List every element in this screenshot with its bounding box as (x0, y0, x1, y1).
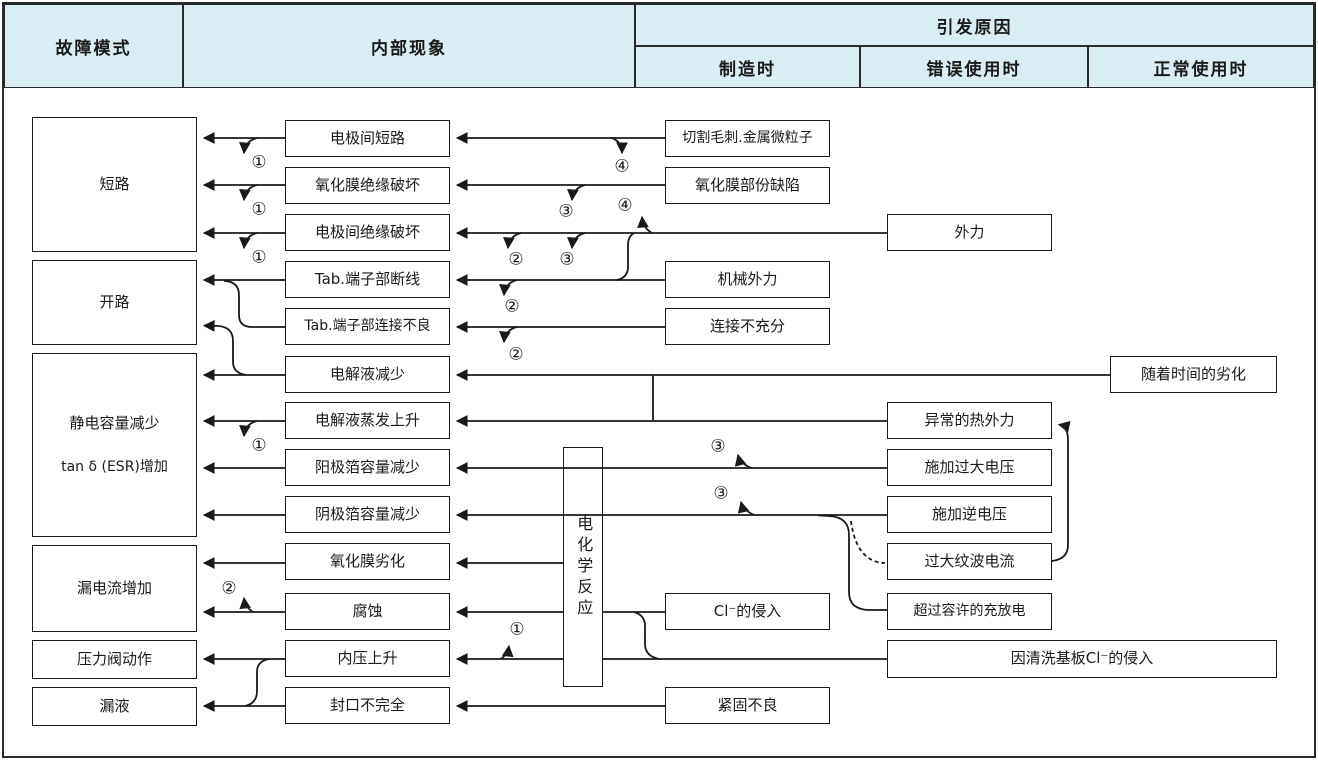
box-open-circuit: 开路 (32, 260, 197, 345)
box-insufficient-connection: 连接不充分 (665, 308, 830, 345)
header-cell-cause: 引发原因 (635, 4, 1314, 46)
connector-marker-2: ② (221, 578, 237, 599)
connector-marker-2: ② (508, 344, 524, 365)
box-oxide-film-degradation: 氧化膜劣化 (285, 543, 450, 580)
box-electrode-insulation-breakdown: 电极间绝缘破坏 (285, 214, 450, 251)
box-deterioration-over-time: 随着时间的劣化 (1110, 356, 1277, 393)
box-excess-ripple-current: 过大纹波电流 (887, 543, 1052, 580)
box-liquid-leak: 漏液 (32, 687, 197, 726)
box-reverse-voltage: 施加逆电压 (887, 496, 1052, 533)
header-cell-manufacturing: 制造时 (635, 46, 860, 88)
esr-increase-label: tan δ (ESR)增加 (61, 458, 168, 475)
box-mechanical-force: 机械外力 (665, 261, 830, 298)
box-corrosion: 腐蚀 (285, 593, 450, 630)
box-tab-terminal-break: Tab.端子部断线 (285, 261, 450, 298)
box-excess-charge-discharge: 超过容许的充放电 (887, 593, 1052, 630)
box-oxide-insulation-breakdown: 氧化膜绝缘破坏 (285, 167, 450, 204)
box-anode-foil-cap-decrease: 阳极箔容量减少 (285, 449, 450, 486)
box-internal-pressure-rise: 内压上升 (285, 640, 450, 677)
connector-marker-4: ④ (614, 156, 630, 177)
box-incomplete-sealing: 封口不完全 (285, 687, 450, 724)
box-cathode-foil-cap-decrease: 阴极箔容量减少 (285, 496, 450, 533)
header-cell-failure-mode: 故障模式 (4, 4, 183, 88)
box-short-circuit: 短路 (32, 117, 197, 252)
box-external-force: 外力 (887, 214, 1052, 251)
header-cell-misuse: 错误使用时 (860, 46, 1088, 88)
connector-marker-3: ③ (713, 483, 729, 504)
connector-marker-1: ① (251, 152, 267, 173)
connector-marker-3: ③ (559, 249, 575, 270)
box-leakage-current-increase: 漏电流增加 (32, 545, 197, 632)
box-oxide-film-partial-defect: 氧化膜部份缺陷 (665, 167, 830, 204)
connector-marker-2: ② (508, 249, 524, 270)
box-capacitance-esr: 静电容量减少 tan δ (ESR)增加 (32, 353, 197, 537)
box-poor-tightening: 紧固不良 (665, 687, 830, 724)
connector-marker-1: ① (251, 435, 267, 456)
box-abnormal-heat: 异常的热外力 (887, 402, 1052, 439)
box-electrolyte-decrease: 电解液减少 (285, 356, 450, 393)
header-cell-normal-use: 正常使用时 (1088, 46, 1314, 88)
box-electrochemical-reaction: 电化学反应 (563, 447, 603, 687)
connector-marker-3: ③ (558, 201, 574, 222)
connector-marker-1: ① (251, 247, 267, 268)
connector-marker-4: ④ (617, 195, 633, 216)
box-electrolyte-evaporation-rise: 电解液蒸发上升 (285, 402, 450, 439)
box-chloride-intrusion: Cl⁻的侵入 (665, 593, 830, 630)
capacitance-decrease-label: 静电容量减少 (69, 414, 160, 433)
box-tab-terminal-poor-connection: Tab.端子部连接不良 (285, 308, 450, 345)
box-cutting-burr-metal-particles: 切割毛刺.金属微粒子 (665, 120, 830, 157)
box-electrode-short: 电极间短路 (285, 120, 450, 157)
connector-marker-1: ① (251, 199, 267, 220)
box-excess-voltage: 施加过大电压 (887, 449, 1052, 486)
connector-marker-1: ① (509, 619, 525, 640)
connector-marker-3: ③ (710, 436, 726, 457)
connector-marker-2: ② (504, 296, 520, 317)
box-board-cleaning-chloride: 因清洗基板Cl⁻的侵入 (887, 640, 1277, 678)
box-pressure-valve-operation: 压力阀动作 (32, 640, 197, 679)
header-cell-internal-phenomenon: 内部现象 (183, 4, 635, 88)
